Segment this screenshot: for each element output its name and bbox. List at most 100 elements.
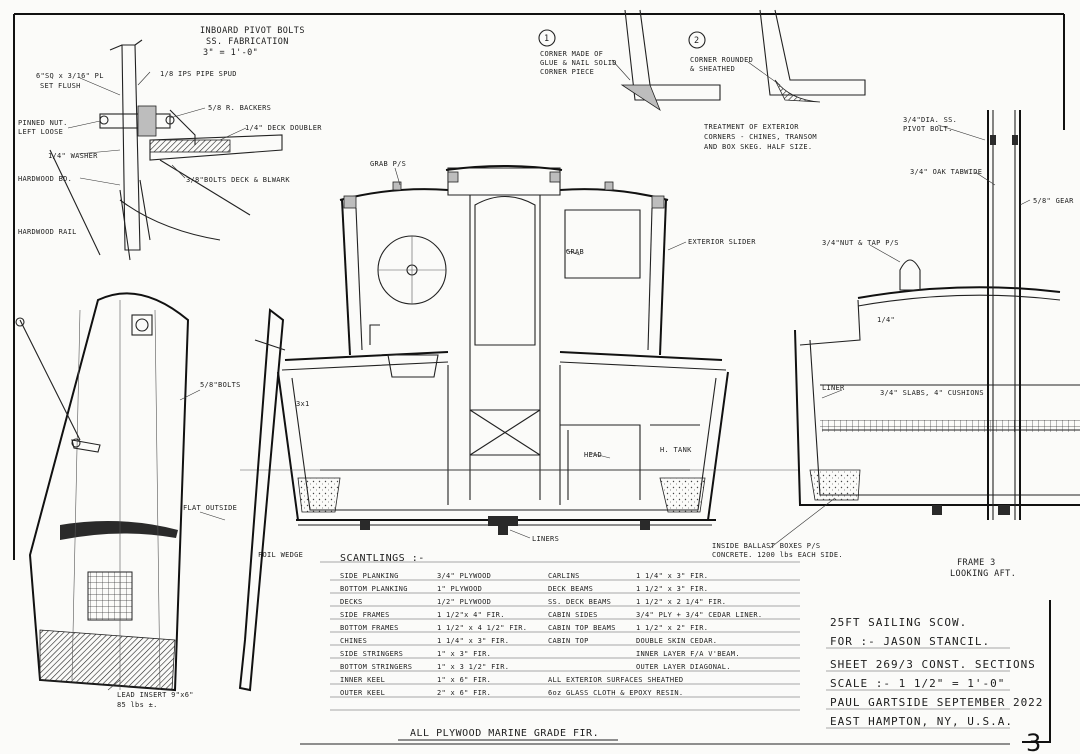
note-treatment-1: TREATMENT OF EXTERIOR [704,123,799,131]
scantling-item: BOTTOM PLANKING [340,585,408,593]
note-ballast-1: INSIDE BALLAST BOXES P/S [712,542,820,550]
note-hardwood-bd: HARDWOOD BD. [18,175,72,183]
scantling-size: 1 1/2" x 3" FIR. [636,585,708,593]
note-dim-quarter: 1/4" [877,316,895,324]
note-ss-pivot-2: PIVOT BOLT. [903,125,953,133]
note-lead-insert-1: LEAD INSERT 9"x6" [117,691,194,699]
note-backers: 5/8 R. BACKERS [208,104,271,112]
note-exterior-slider: EXTERIOR SLIDER [688,238,756,246]
scantling-item: DECKS [340,598,363,606]
scantling-size: DOUBLE SKIN CEDAR. [636,637,717,645]
note-treatment-2: CORNERS - CHINES, TRANSOM [704,133,817,141]
scantlings-footer: ALL PLYWOOD MARINE GRADE FIR. [410,728,599,739]
scantling-size: 2" x 6" FIR. [437,689,491,697]
scantlings-table [320,561,800,741]
scantling-size: 3/4" PLYWOOD [437,572,491,580]
title-sheet: SHEET 269/3 CONST. SECTIONS [830,658,1036,671]
scantling-item: INNER KEEL [340,676,385,684]
scantling-size: 3/4" PLY + 3/4" CEDAR LINER. [636,611,762,619]
scantling-item: 6oz GLASS CLOTH & EPOXY RESIN. [548,689,683,697]
scantling-size: 1 1/2" x 2 1/4" FIR. [636,598,726,606]
leeboard-leaders [107,389,226,691]
scantling-size: 1 1/4" x 3" FIR. [437,637,509,645]
scantling-size: 1" x 6" FIR. [437,676,491,684]
title-location: EAST HAMPTON, NY, U.S.A. [830,715,1013,728]
note-hardwood-rail: HARDWOOD RAIL [18,228,77,236]
scantling-item: CABIN TOP [548,637,589,645]
note-pivot-1: INBOARD PIVOT BOLTS [200,26,305,36]
note-gear: 5/8" GEAR [1033,197,1074,205]
scantling-item: BOTTOM FRAMES [340,624,399,632]
title-designer: PAUL GARTSIDE SEPTEMBER 2022 [830,696,1043,709]
note-washer: 1/4" WASHER [48,152,98,160]
title-boat: 25FT SAILING SCOW. [830,616,967,629]
note-pinned-nut: PINNED NUT. [18,119,68,127]
sheet-border [13,13,1065,745]
note-grab: GRAB [566,248,584,256]
cabin-leaders [394,167,687,539]
detail-1-label: 1 [544,34,550,44]
scantling-item: DECK BEAMS [548,585,593,593]
note-deck-doubler: 1/4" DECK DOUBLER [245,124,322,132]
note-set-flush: SET FLUSH [40,82,81,90]
scantling-size: 1 1/2"x 4" FIR. [437,611,505,619]
note-foil-wedge: FOIL WEDGE [258,551,303,559]
note-treatment-3: AND BOX SKEG. HALF SIZE. [704,143,812,151]
scantlings-rows: SIDE PLANKING 3/4" PLYWOOD BOTTOM PLANKING… [340,572,762,697]
scantling-item: CABIN SIDES [548,611,598,619]
note-h-tank: H. TANK [660,446,692,454]
note-head: HEAD [584,451,602,459]
note-pivot-3: 3" = 1'-0" [203,48,258,58]
note-bolts-58: 5/8"BOLTS [200,381,241,389]
scantling-item: ALL EXTERIOR SURFACES SHEATHED [548,676,683,684]
note-detail-2-a: CORNER ROUNDED [690,56,753,64]
note-grab-ps: GRAB P/S [370,160,406,168]
scantling-size: 1" x 3" FIR. [437,650,491,658]
note-bolts-deck: 3/8"BOLTS DECK & BLWARK [186,176,290,184]
scantling-item: OUTER KEEL [340,689,385,697]
note-oak-tabwide: 3/4" OAK TABWIDE [910,168,982,176]
frame-3-section [794,110,1080,520]
leeboard [15,292,286,692]
scantling-item: CABIN TOP BEAMS [548,624,616,632]
corner-detail-1: 1 [538,9,721,112]
corner-detail-2: 2 [688,9,866,103]
scantlings-title: SCANTLINGS :- [340,553,425,564]
scantling-size: 1 1/2" x 4 1/2" FIR. [437,624,527,632]
note-berths: 3/4" SLABS, 4" CUSHIONS [880,389,984,397]
scantling-size: 1 1/4" x 3" FIR. [636,572,708,580]
frame-leaders [769,124,1031,549]
note-liners: LINERS [532,535,559,543]
title-client: FOR :- JASON STANCIL. [830,635,990,648]
note-liner: LINER [822,384,845,392]
note-detail-1-b: GLUE & NAIL SOLID [540,59,617,67]
scantling-size: 1" x 3 1/2" FIR. [437,663,509,671]
scantling-item: CARLINS [548,572,580,580]
note-sq-plate: 6"SQ x 3/16" PL [36,72,104,80]
note-looking-aft: LOOKING AFT. [950,569,1016,579]
note-lead-insert-2: 85 lbs ±. [117,701,158,709]
scantling-item: SS. DECK BEAMS [548,598,611,606]
pivot-bolt-detail [49,39,283,261]
detail-2-label: 2 [694,36,700,46]
title-block [826,647,1010,729]
note-ballast-2: CONCRETE. 1200 lbs EACH SIDE. [712,551,843,559]
note-pipe-spud: 1/8 IPS PIPE SPUD [160,70,237,78]
scantling-size: INNER LAYER F/A V'BEAM. [636,650,740,658]
note-flat-outside: FLAT OUTSIDE [183,504,237,512]
note-detail-2-b: & SHEATHED [690,65,735,73]
note-frame-3: FRAME 3 [957,558,996,568]
scantling-item: SIDE PLANKING [340,572,399,580]
pivot-leaders [67,71,247,186]
note-left-loose: LEFT LOOSE [18,128,63,136]
cabin-section [240,165,800,535]
sheet-number: 3 [1026,729,1041,754]
note-pivot-2: SS. FABRICATION [206,37,289,47]
title-scale: SCALE :- 1 1/2" = 1'-0" [830,677,1005,690]
note-3x1: 3x1 [296,400,310,408]
note-nut-tap: 3/4"NUT & TAP P/S [822,239,899,247]
note-ss-pivot-1: 3/4"DIA. SS. [903,116,957,124]
scantling-item: SIDE FRAMES [340,611,390,619]
